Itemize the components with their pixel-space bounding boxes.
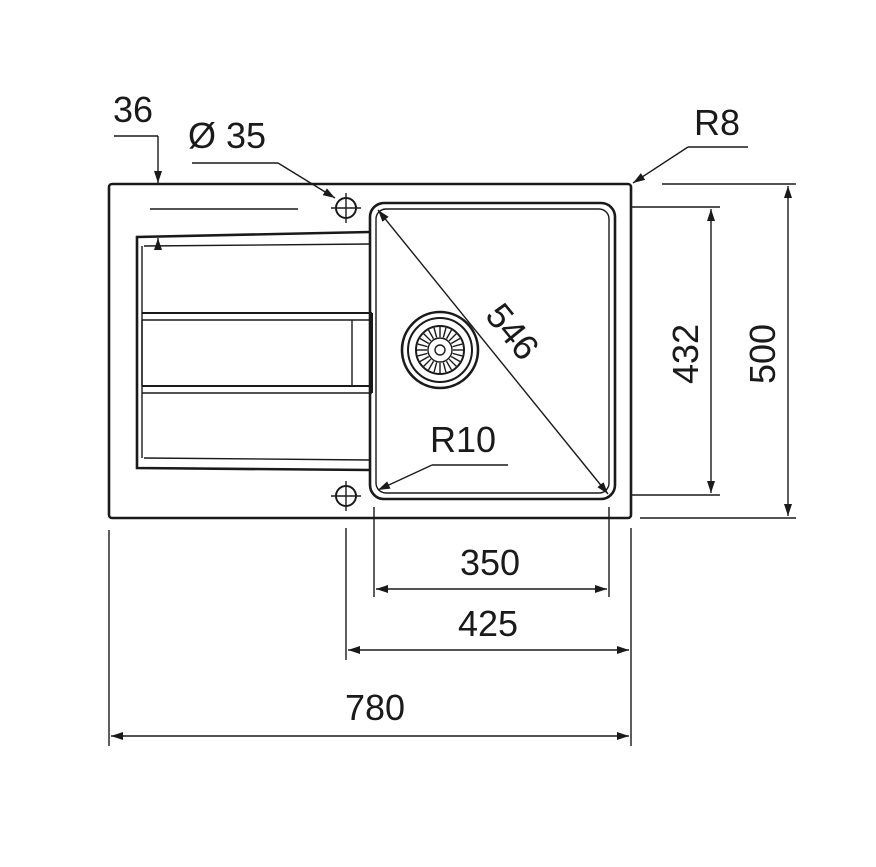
dimension-350: 350 bbox=[376, 542, 607, 593]
dimension-432: 432 bbox=[632, 206, 720, 496]
dimension-500-label: 500 bbox=[742, 324, 783, 384]
strainer-slot bbox=[448, 358, 457, 367]
strainer-slot bbox=[417, 352, 428, 357]
strainer-slot bbox=[427, 329, 435, 340]
dimension-425-label: 425 bbox=[458, 603, 518, 644]
extension-lines-bottom bbox=[108, 507, 632, 746]
dimension-36-label: 36 bbox=[113, 89, 153, 130]
strainer-slot bbox=[448, 333, 457, 342]
strainer-slot bbox=[423, 358, 432, 367]
dimension-425: 425 bbox=[348, 603, 629, 654]
strainer-slot bbox=[445, 360, 453, 371]
dimension-350-label: 350 bbox=[460, 542, 520, 583]
dimension-780: 780 bbox=[111, 687, 629, 740]
strainer-slot bbox=[417, 343, 428, 348]
strainer-slot bbox=[423, 333, 432, 342]
strainer-slot bbox=[442, 327, 447, 338]
dimension-546-label: 546 bbox=[478, 295, 548, 367]
dimension-432-label: 432 bbox=[665, 324, 706, 384]
strainer-slot bbox=[419, 355, 430, 363]
tap-hole-top-icon bbox=[331, 193, 361, 223]
strainer-slot bbox=[433, 327, 438, 338]
drain-strainer-icon bbox=[400, 310, 480, 390]
dimension-r8-label: R8 bbox=[694, 102, 740, 143]
dimension-tap-hole-label: Ø 35 bbox=[188, 115, 266, 156]
strainer-slot bbox=[442, 362, 447, 373]
dimension-500: 500 bbox=[640, 183, 796, 519]
dimension-r8: R8 bbox=[632, 102, 748, 184]
strainer-slot bbox=[450, 337, 461, 345]
dimension-tap-hole-diameter: Ø 35 bbox=[188, 115, 336, 199]
strainer-slot bbox=[419, 337, 430, 345]
strainer-slot bbox=[427, 360, 435, 371]
drainer-board bbox=[135, 230, 373, 472]
strainer-slot bbox=[433, 362, 438, 373]
strainer-slot bbox=[450, 355, 461, 363]
strainer-slot bbox=[445, 329, 453, 340]
tap-hole-bottom-icon bbox=[331, 481, 361, 511]
dimension-36: 36 bbox=[113, 89, 298, 250]
dimension-780-label: 780 bbox=[345, 687, 405, 728]
dimension-r10: R10 bbox=[377, 419, 508, 491]
strainer-slot bbox=[452, 352, 463, 357]
dimension-r10-label: R10 bbox=[430, 419, 496, 460]
sink-outer-outline bbox=[107, 182, 633, 520]
strainer-slot bbox=[452, 343, 463, 348]
